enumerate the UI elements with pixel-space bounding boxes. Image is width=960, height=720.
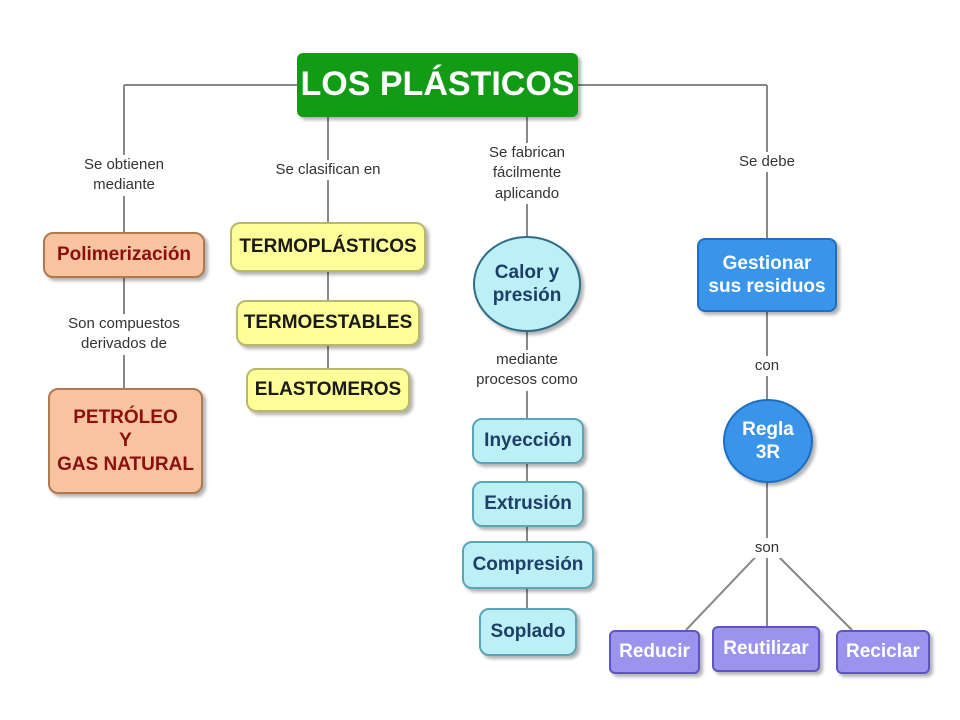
link-label-son: son [744, 538, 790, 559]
node-elastomeros: ELASTOMEROS [246, 368, 410, 412]
link-label-se-obtienen: Se obtienen mediante [59, 155, 189, 196]
node-compresion: Compresión [462, 541, 594, 589]
node-extrusion: Extrusión [472, 481, 584, 527]
link-label-mediante-procesos: mediante procesos como [462, 350, 592, 391]
node-termoplasticos: TERMOPLÁSTICOS [230, 222, 426, 272]
node-reciclar: Reciclar [836, 630, 930, 674]
link-label-se-fabrican: Se fabrican fácilmente aplicando [467, 143, 587, 204]
root-node: LOS PLÁSTICOS [297, 53, 578, 117]
link-label-se-clasifican: Se clasifican en [258, 160, 398, 181]
node-reutilizar: Reutilizar [712, 626, 820, 672]
node-calor-y-presion: Calor y presión [473, 236, 581, 332]
link-label-son-compuestos: Son compuestos derivados de [50, 314, 198, 355]
node-gestionar-residuos: Gestionar sus residuos [697, 238, 837, 312]
node-regla-3r: Regla 3R [723, 399, 813, 483]
node-reducir: Reducir [609, 630, 700, 674]
link-label-con: con [742, 356, 792, 377]
node-petroleo-gas-natural: PETRÓLEO Y GAS NATURAL [48, 388, 203, 494]
node-polimerizacion: Polimerización [43, 232, 205, 278]
node-soplado: Soplado [479, 608, 577, 656]
link-label-se-debe: Se debe [727, 152, 807, 173]
node-inyeccion: Inyección [472, 418, 584, 464]
node-termoestables: TERMOESTABLES [236, 300, 420, 346]
